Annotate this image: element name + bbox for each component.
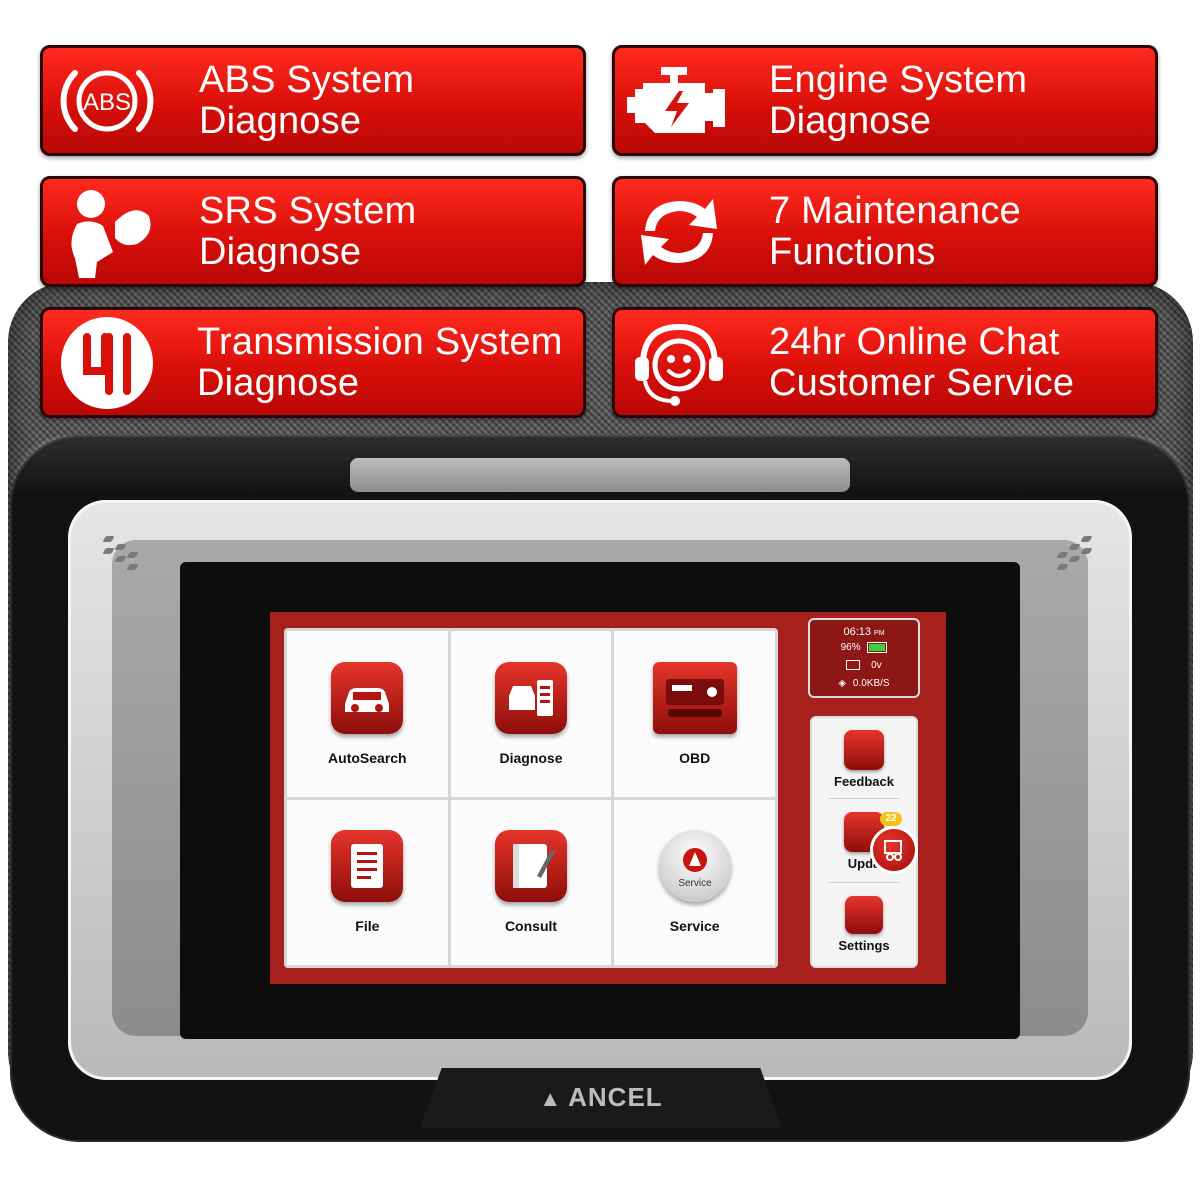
gear-shift-icon bbox=[43, 310, 171, 415]
service-icon-text: Service bbox=[678, 878, 712, 889]
badge-engine-label: Engine System Diagnose bbox=[769, 58, 1028, 142]
airbag-icon bbox=[43, 179, 171, 284]
frame-dots-right bbox=[1056, 536, 1098, 576]
car-battery-icon bbox=[846, 660, 861, 671]
badge-transmission-label: Transmission System Diagnose bbox=[197, 320, 563, 404]
app-label: Consult bbox=[504, 918, 558, 935]
battery-icon bbox=[867, 642, 888, 653]
scissors-icon bbox=[884, 840, 902, 861]
service-icon: Service bbox=[658, 830, 731, 903]
app-consult[interactable]: Consult bbox=[450, 799, 612, 965]
badge-transmission: Transmission System Diagnose bbox=[40, 307, 586, 418]
file-icon bbox=[331, 830, 404, 903]
badge-maintenance: 7 Maintenance Functions bbox=[612, 176, 1158, 287]
badge-engine: Engine System Diagnose bbox=[612, 45, 1158, 156]
app-label: Service bbox=[669, 918, 720, 935]
abs-icon: ABS bbox=[43, 48, 171, 153]
app-file[interactable]: File bbox=[287, 799, 448, 965]
obd-connector-icon bbox=[652, 661, 737, 734]
refresh-arrows-icon bbox=[615, 179, 743, 284]
status-time: 06:13 bbox=[843, 626, 871, 638]
brand-name: ANCEL bbox=[568, 1082, 663, 1112]
diagnose-icon bbox=[494, 661, 567, 734]
app-label: OBD bbox=[679, 749, 711, 766]
badge-srs-label: SRS System Diagnose bbox=[199, 189, 417, 273]
badge-srs: SRS System Diagnose bbox=[40, 176, 586, 287]
side-feedback-label: Feedback bbox=[834, 774, 894, 789]
badge-abs-label: ABS System Diagnose bbox=[199, 58, 415, 142]
abs-icon-text: ABS bbox=[83, 89, 131, 116]
side-feedback[interactable]: Feedback bbox=[812, 730, 916, 789]
feedback-icon bbox=[844, 730, 884, 770]
frame-dots-left bbox=[102, 536, 144, 576]
app-label: AutoSearch bbox=[328, 749, 407, 766]
app-label: Diagnose bbox=[499, 749, 563, 766]
side-settings[interactable]: Settings bbox=[812, 896, 916, 953]
wifi-icon: ◈ bbox=[838, 678, 847, 689]
engine-icon bbox=[615, 48, 743, 153]
status-voltage: 0v bbox=[871, 660, 882, 671]
status-panel: 06:13 PM 96% 0v ◈ 0.0KB/S bbox=[808, 618, 920, 698]
app-diagnose[interactable]: Diagnose bbox=[450, 631, 612, 797]
badge-abs: ABS ABS System Diagnose bbox=[40, 45, 586, 156]
badge-support: 24hr Online Chat Customer Service bbox=[612, 307, 1158, 418]
app-autosearch[interactable]: AutoSearch bbox=[287, 631, 448, 797]
ancel-logo-icon: ▲ bbox=[539, 1086, 563, 1111]
app-service[interactable]: Service Service bbox=[614, 799, 775, 965]
status-ampm: PM bbox=[874, 630, 885, 637]
update-count-badge: 22 bbox=[880, 812, 902, 826]
badge-maintenance-label: 7 Maintenance Functions bbox=[769, 189, 1021, 273]
app-label: File bbox=[355, 918, 380, 935]
brand-plate: ▲ANCEL bbox=[420, 1068, 782, 1128]
car-icon bbox=[331, 661, 404, 734]
headset-smiley-icon bbox=[615, 310, 743, 415]
side-settings-label: Settings bbox=[838, 938, 890, 953]
app-grid: AutoSearch Diagnose OBD File Consult Ser… bbox=[284, 628, 778, 968]
status-battery: 96% bbox=[840, 642, 861, 654]
device-top-bar bbox=[350, 458, 850, 492]
notebook-icon bbox=[494, 830, 567, 903]
settings-icon bbox=[845, 896, 883, 934]
status-speed: 0.0KB/S bbox=[852, 678, 890, 689]
floating-assist-button[interactable] bbox=[870, 826, 918, 874]
app-obd[interactable]: OBD bbox=[614, 631, 775, 797]
badge-support-label: 24hr Online Chat Customer Service bbox=[769, 320, 1075, 404]
